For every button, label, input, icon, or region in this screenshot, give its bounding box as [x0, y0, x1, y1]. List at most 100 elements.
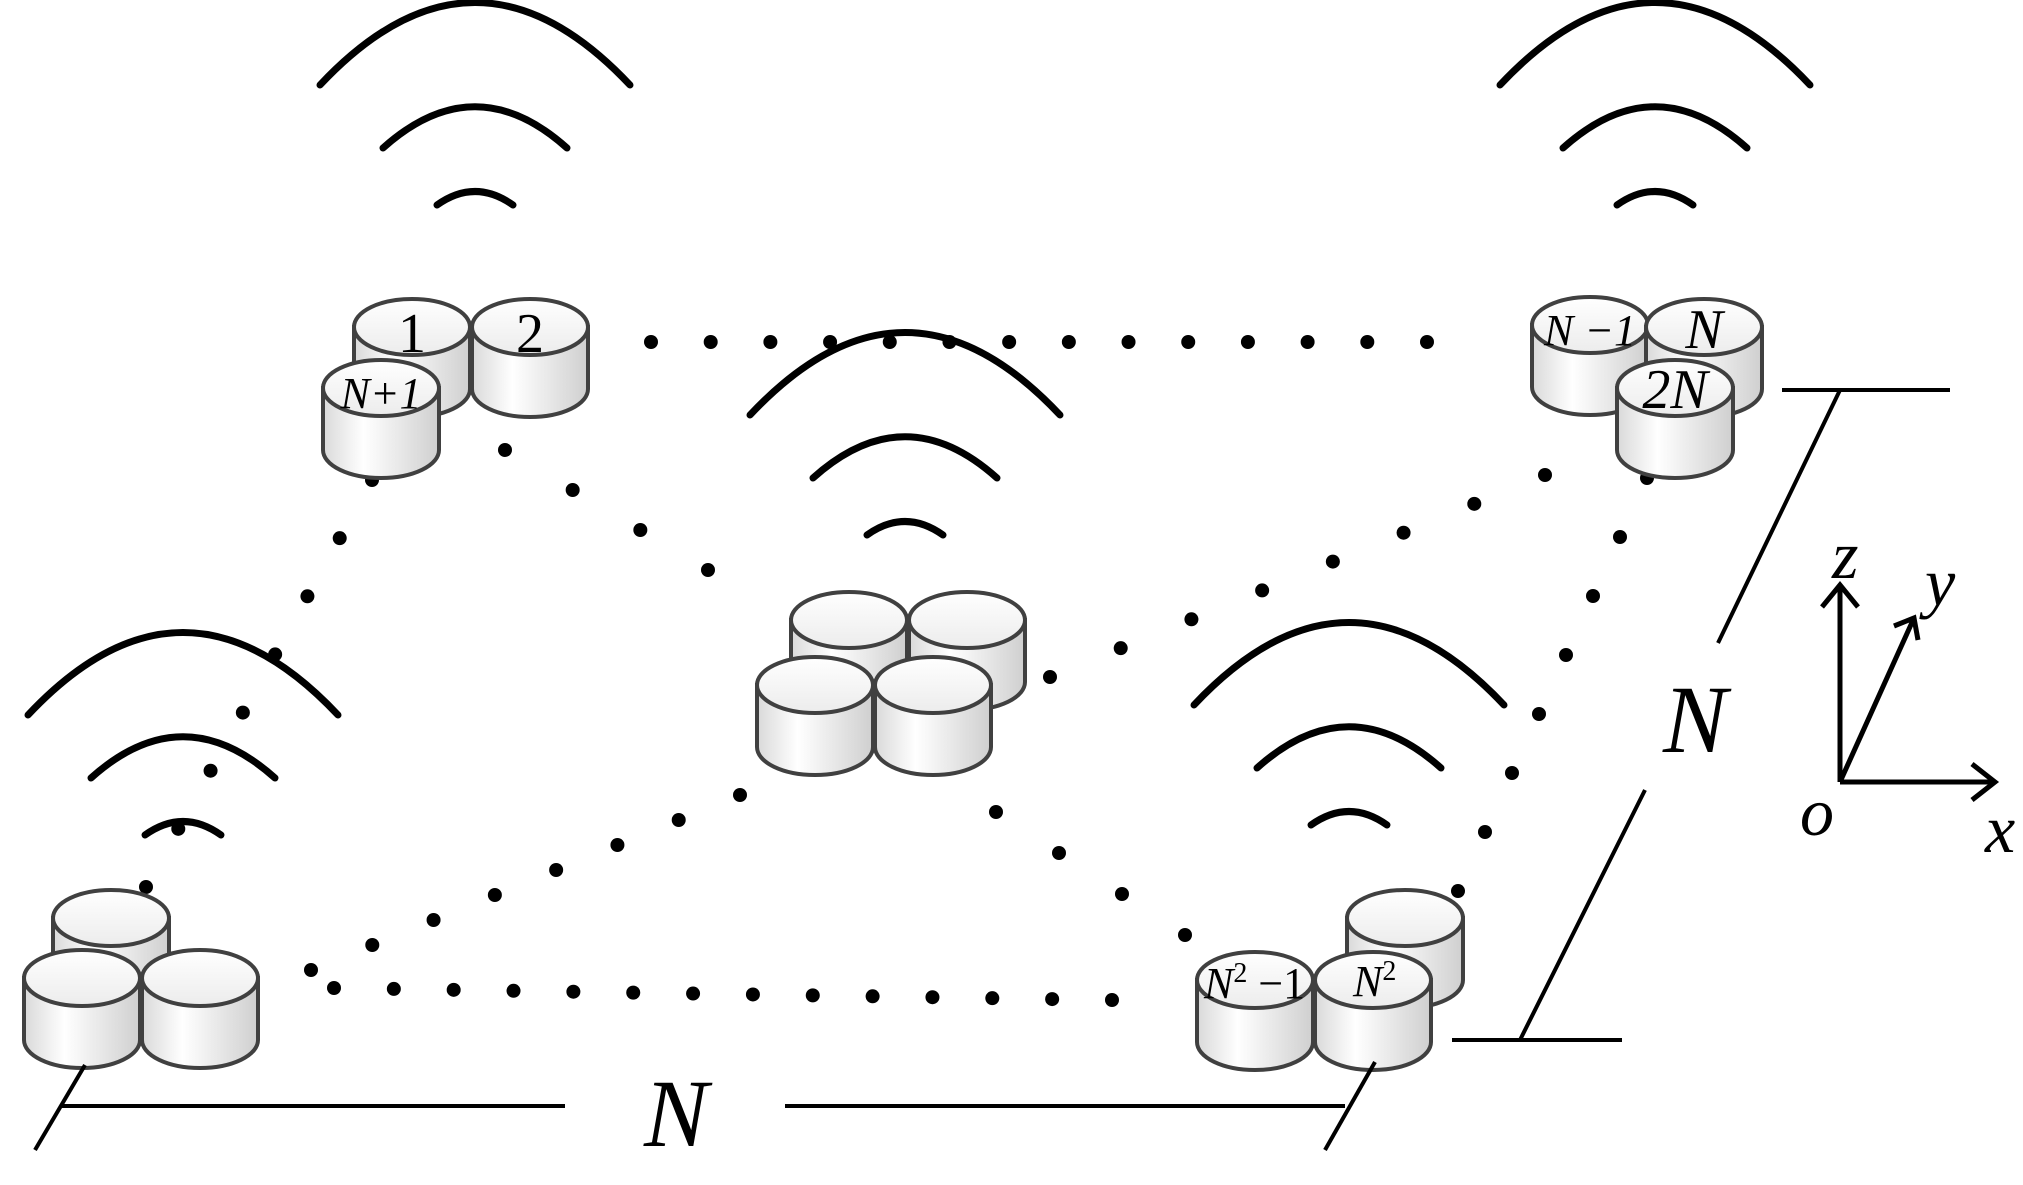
dot: [1532, 707, 1546, 721]
dot: [703, 335, 718, 349]
dots-right-column: [1451, 471, 1654, 898]
dot: [1396, 525, 1411, 540]
dim-label-width: N: [643, 1060, 713, 1167]
element-cylinders: [22, 295, 1764, 1072]
dot: [925, 990, 940, 1005]
dot: [985, 991, 1000, 1006]
dot: [300, 589, 315, 604]
dot: [989, 805, 1003, 819]
element-bottom-left-front-right: [140, 948, 260, 1070]
dot: [566, 984, 581, 999]
dimension-markers: N N: [33, 388, 1950, 1167]
dot: [446, 982, 461, 997]
dot: [745, 987, 760, 1002]
dot: [1325, 554, 1340, 569]
label-node-n-minus-1: N −1: [1543, 306, 1636, 355]
dot: [1061, 335, 1076, 349]
dot: [139, 880, 153, 894]
dot: [386, 981, 401, 996]
dots-diag-br: [989, 805, 1192, 942]
dot: [1586, 589, 1600, 603]
dot: [1113, 641, 1128, 656]
dot: [171, 821, 186, 836]
dot: [332, 531, 347, 546]
dot: [1121, 335, 1136, 349]
dot: [633, 523, 648, 537]
element-labels: 1 2 N+1 N −1 N 2N N2 −1 N2: [339, 299, 1725, 1008]
dot: [686, 986, 701, 1001]
axis-label-y: y: [1919, 544, 1956, 620]
element-n-plus-1: [321, 358, 441, 480]
dot: [1505, 766, 1519, 780]
dot: [942, 335, 957, 349]
dot: [487, 888, 502, 902]
dot: [610, 838, 625, 852]
dot: [235, 705, 250, 720]
label-node-2: 2: [516, 303, 544, 365]
dot: [671, 813, 686, 827]
dot: [1178, 928, 1192, 942]
axis-label-origin: o: [1800, 774, 1834, 850]
dot: [304, 963, 318, 977]
dot: [1420, 335, 1434, 349]
dots-left-column: [139, 473, 379, 894]
dot: [1360, 335, 1375, 349]
dot: [1181, 335, 1196, 349]
dot: [1115, 887, 1129, 901]
wave-top-left-icon: [316, 0, 634, 209]
wave-bottom-left-icon: [24, 629, 342, 839]
dot: [763, 335, 778, 349]
element-bottom-left-front-left: [22, 948, 142, 1070]
wave-top-right-icon: [1496, 0, 1814, 209]
label-node-n: N: [1684, 299, 1725, 361]
dot: [1240, 335, 1255, 349]
dot: [426, 913, 441, 927]
dots-diag-tr: [1043, 468, 1552, 684]
dot: [498, 443, 512, 457]
label-node-1: 1: [398, 303, 426, 365]
dot: [823, 335, 838, 349]
dot: [1105, 993, 1119, 1007]
dot: [365, 938, 380, 952]
dotted-grid-lines: [139, 335, 1654, 1007]
label-node-n2-minus-1: N2 −1: [1203, 958, 1305, 1008]
dot: [1043, 670, 1057, 684]
dot: [701, 563, 715, 577]
element-n2: [1313, 950, 1433, 1072]
wave-center-icon: [746, 329, 1064, 539]
dot: [1184, 612, 1199, 627]
element-center-front-right: [873, 655, 993, 777]
dot: [268, 647, 283, 662]
axis-label-x: x: [1984, 791, 2015, 867]
dot: [882, 335, 897, 349]
coordinate-axes: x y z o: [1800, 517, 2015, 867]
wireless-signal-icons: [24, 0, 1814, 839]
dot: [506, 983, 521, 998]
dot: [1538, 468, 1552, 482]
dot: [626, 985, 641, 1000]
dim-label-depth: N: [1662, 666, 1732, 773]
dot: [1052, 846, 1066, 860]
dot: [565, 483, 580, 497]
label-node-n2: N2: [1352, 956, 1396, 1006]
dot: [1613, 530, 1627, 544]
dot: [1045, 992, 1060, 1007]
dot: [327, 981, 341, 995]
label-node-n-plus-1: N+1: [339, 369, 421, 418]
axis-label-z: z: [1831, 517, 1858, 593]
element-2: [470, 297, 590, 419]
dot: [865, 989, 880, 1004]
dot: [1255, 583, 1270, 598]
wave-bottom-right-icon: [1190, 619, 1508, 829]
dot: [1478, 825, 1492, 839]
dot: [1451, 884, 1465, 898]
dot: [805, 988, 820, 1003]
dots-diag-bl: [304, 788, 747, 977]
element-2n: [1615, 358, 1735, 480]
dot: [1002, 335, 1017, 349]
dots-diag-tl: [498, 443, 715, 577]
element-center-front-left: [755, 655, 875, 777]
dot: [203, 763, 218, 778]
